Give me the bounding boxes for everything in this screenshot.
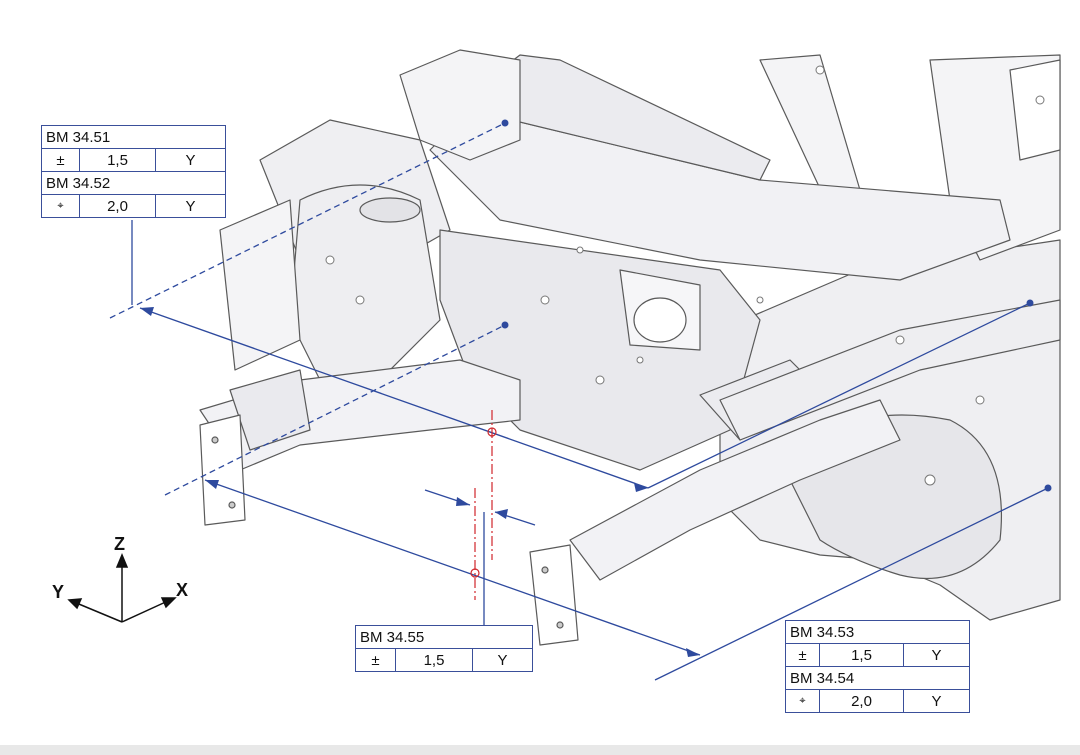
tolerance-value: 1,5 bbox=[79, 148, 156, 172]
bottom-divider bbox=[0, 745, 1080, 755]
coordinate-axes bbox=[67, 553, 177, 623]
position-tolerance-icon: ⌖ bbox=[41, 194, 80, 218]
table-title: BM 34.52 bbox=[41, 171, 226, 195]
dimension-lines bbox=[109, 122, 1049, 681]
table-title: BM 34.53 bbox=[785, 620, 970, 644]
table-title: BM 34.51 bbox=[41, 125, 226, 149]
tolerance-value: 1,5 bbox=[819, 643, 904, 667]
vehicle-body-structure bbox=[199, 49, 1061, 646]
table-title: BM 34.55 bbox=[355, 625, 533, 649]
plus-minus-symbol: ± bbox=[785, 643, 820, 667]
plus-minus-symbol: ± bbox=[41, 148, 80, 172]
table-title: BM 34.54 bbox=[785, 666, 970, 690]
tolerance-axis: Y bbox=[903, 689, 970, 713]
tolerance-axis: Y bbox=[155, 194, 226, 218]
tolerance-table-bm-34-51-52: BM 34.51 ± 1,5 Y BM 34.52 ⌖ 2,0 Y bbox=[41, 125, 226, 218]
arrowheads bbox=[140, 307, 700, 657]
tolerance-value: 2,0 bbox=[819, 689, 904, 713]
measurement-points bbox=[501, 119, 1052, 492]
axis-x-label: X bbox=[176, 580, 188, 600]
axis-y-label: Y bbox=[52, 582, 64, 602]
plus-minus-symbol: ± bbox=[355, 648, 396, 672]
axis-z-label: Z bbox=[114, 534, 125, 554]
vehicle-centerline bbox=[470, 410, 497, 600]
tolerance-value: 1,5 bbox=[395, 648, 473, 672]
tolerance-value: 2,0 bbox=[79, 194, 156, 218]
tolerance-table-bm-34-55: BM 34.55 ± 1,5 Y bbox=[355, 625, 533, 672]
tolerance-axis: Y bbox=[472, 648, 533, 672]
position-tolerance-icon: ⌖ bbox=[785, 689, 820, 713]
tolerance-table-bm-34-53-54: BM 34.53 ± 1,5 Y BM 34.54 ⌖ 2,0 Y bbox=[785, 620, 970, 713]
tolerance-axis: Y bbox=[903, 643, 970, 667]
tolerance-axis: Y bbox=[155, 148, 226, 172]
